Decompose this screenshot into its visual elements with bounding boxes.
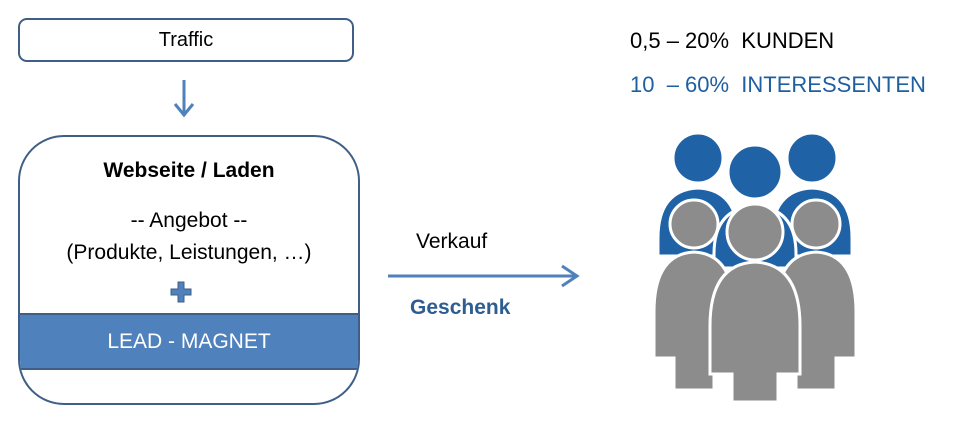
traffic-box: Traffic (18, 18, 354, 62)
offer-line: -- Angebot -- (130, 209, 248, 232)
arrow-down-icon (173, 80, 195, 118)
gift-label: Geschenk (410, 296, 511, 319)
lead-magnet-label: LEAD - MAGNET (107, 329, 271, 353)
arrow-right-icon (388, 264, 580, 288)
lead-magnet-band: LEAD - MAGNET (20, 313, 358, 370)
website-store-box: Webseite / Laden -- Angebot -- (Produkte… (18, 135, 360, 405)
sale-label: Verkauf (416, 230, 488, 253)
site-title: Webseite / Laden (103, 159, 275, 182)
products-line: (Produkte, Leistungen, …) (66, 241, 312, 264)
plus-icon (170, 281, 192, 303)
prospects-rate: 10 – 60% INTERESSENTEN (630, 72, 926, 97)
traffic-label: Traffic (158, 28, 214, 51)
customers-rate: 0,5 – 20% KUNDEN (630, 28, 835, 53)
people-group-icon (652, 131, 858, 404)
